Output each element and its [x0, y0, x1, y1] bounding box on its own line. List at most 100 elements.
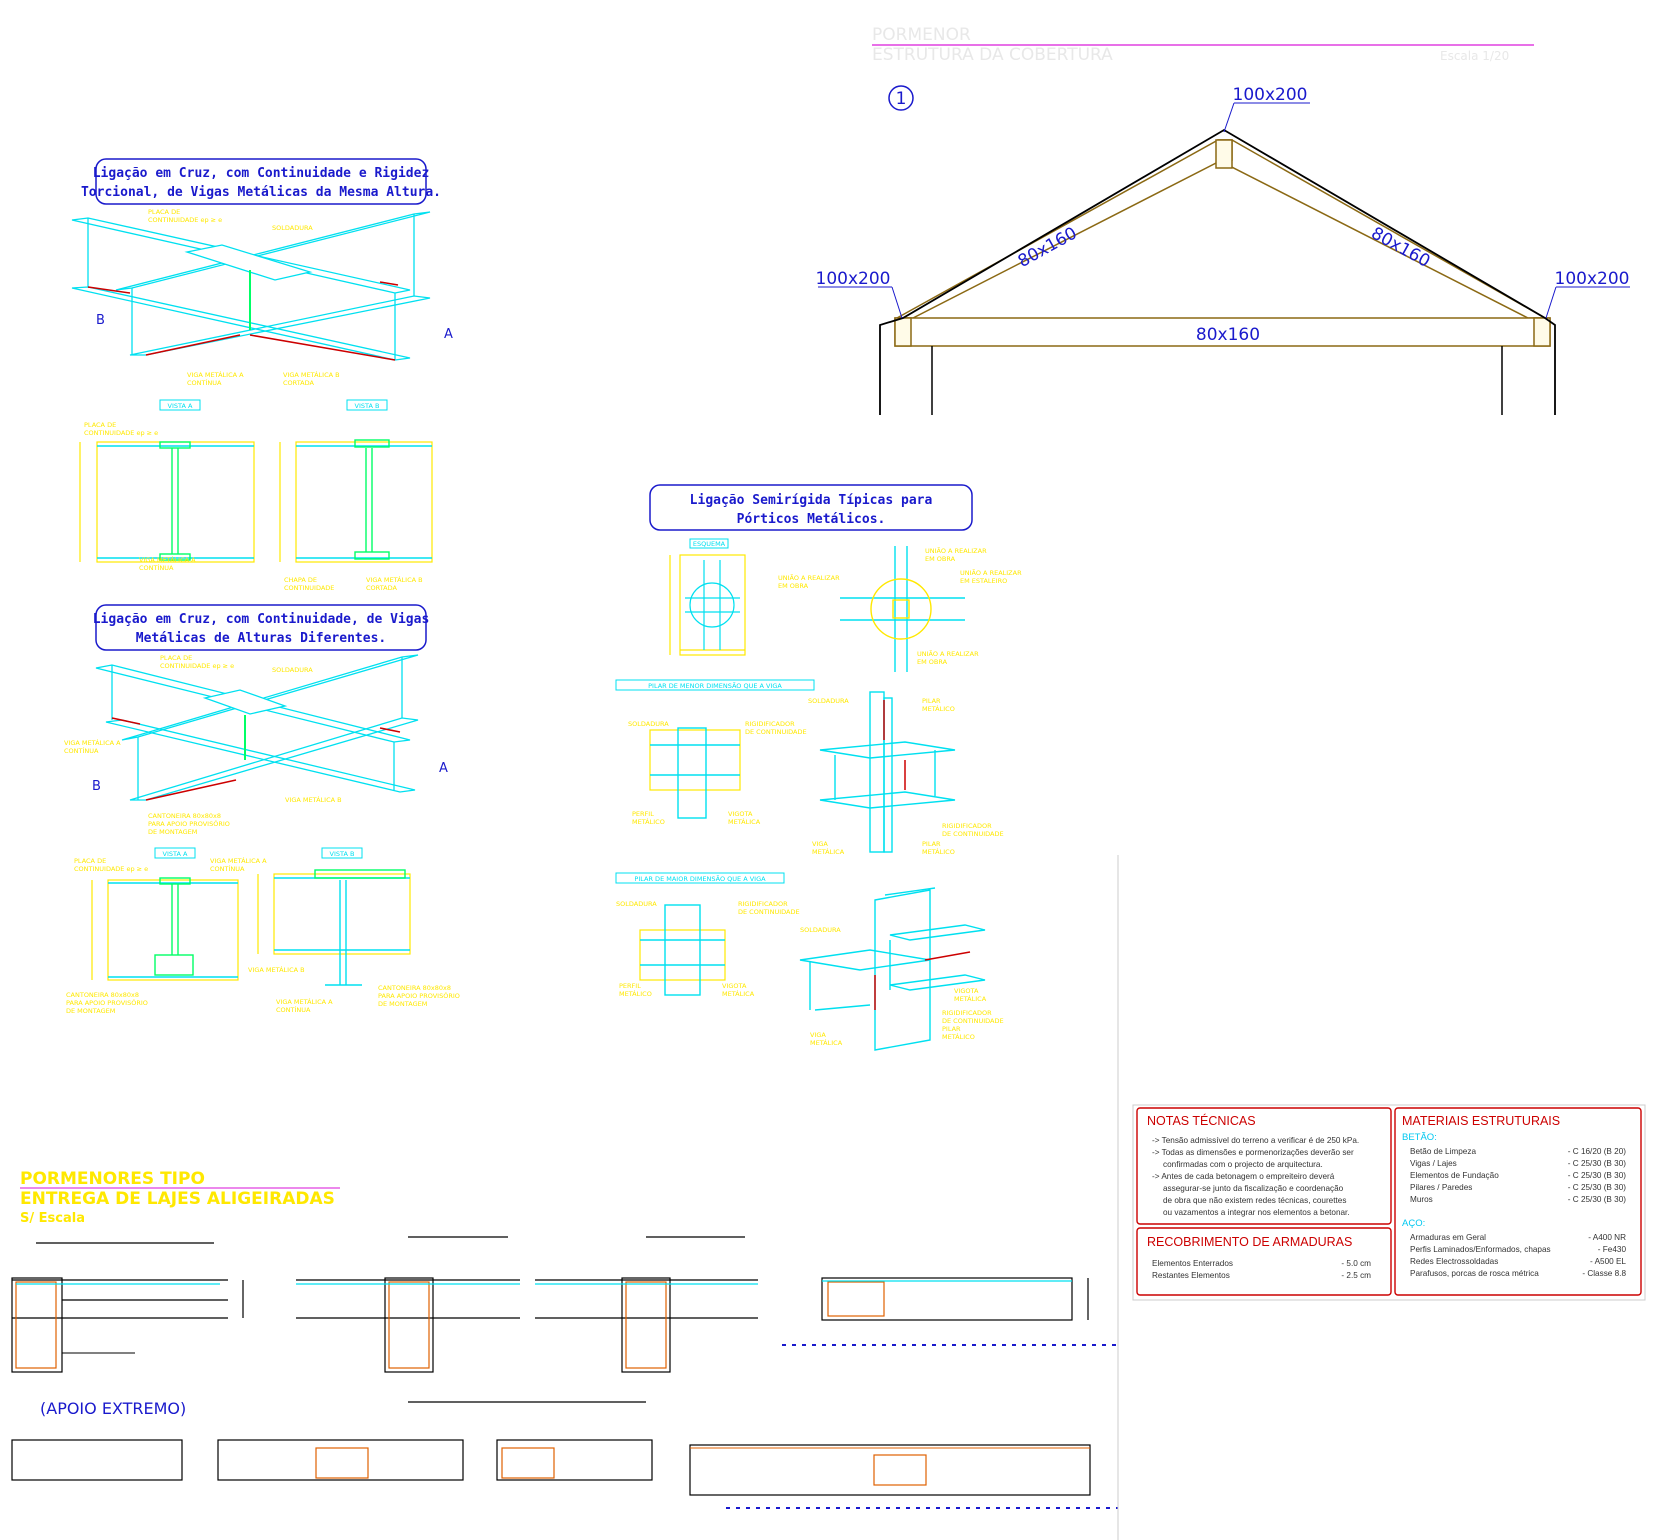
notes-box: [1136, 1107, 1392, 1225]
mat-aco-1-name: Armaduras em Geral: [1410, 1233, 1486, 1242]
cd-view-viga-a2: CONTÍNUA: [210, 864, 245, 873]
sr-pmi-rigid: RIGIDIFICADOR: [942, 822, 992, 830]
sr-pilar-menor-iso: [819, 691, 956, 853]
cover-row-2-value: - 2.5 cm: [1341, 1271, 1371, 1280]
ce-view-viga-a: VIGA METÁLICA A: [139, 555, 196, 564]
label-top: 100x200: [1233, 85, 1308, 105]
cross-equal-iso: [71, 211, 431, 361]
cd-view-viga-b: VIGA METÁLICA B: [248, 965, 305, 974]
ce-label-viga-b2: CORTADA: [283, 379, 315, 387]
sr-pmi-viga: VIGA: [812, 840, 828, 848]
cd-mark-b: B: [92, 779, 101, 794]
sr-pmxi-rigid: RIGIDIFICADOR: [942, 1009, 992, 1017]
ce-mark-b: B: [96, 313, 105, 328]
sr-pmxi-rigid2: DE CONTINUIDADE: [942, 1017, 1004, 1025]
ce-label-viga-b: VIGA METÁLICA B: [283, 370, 340, 379]
notes-title: NOTAS TÉCNICAS: [1147, 1113, 1256, 1128]
cross-equal-title-box: [95, 158, 427, 205]
sr-pmx-perfil2: METÁLICO: [619, 989, 652, 998]
roof-scale: Escala 1/20: [1440, 49, 1509, 63]
wall-plate-right: [1533, 317, 1551, 347]
cd-label-viga-b: VIGA METÁLICA B: [285, 795, 342, 804]
cd-vista-b: VISTA B: [330, 850, 355, 858]
sr-pm-vigota2: METÁLICA: [728, 817, 761, 826]
sr-pm-perfil2: METÁLICO: [632, 817, 665, 826]
sr-uniao-2: UNIÃO A REALIZAR: [778, 573, 840, 582]
sr-pmx-vigota2: METÁLICA: [722, 989, 755, 998]
cover-row-1-value: - 5.0 cm: [1341, 1259, 1371, 1268]
cross-diff-title-1: Ligação em Cruz, com Continuidade, de Vi…: [93, 612, 430, 627]
sr-pm-soldadura: SOLDADURA: [628, 720, 669, 728]
note-4: -> Antes de cada betonagem o empreiteiro…: [1152, 1172, 1335, 1181]
sr-pmi-viga2: METÁLICA: [812, 847, 845, 856]
roof-outline: [879, 128, 1556, 415]
cd-label-cant2: PARA APOIO PROVISÓRIO: [148, 819, 230, 828]
sr-pm-rigid: RIGIDIFICADOR: [745, 720, 795, 728]
cd-view-viga-a: VIGA METÁLICA A: [210, 856, 267, 865]
sr-pmx-rigid: RIGIDIFICADOR: [738, 900, 788, 908]
note-3: confirmadas com o projecto de arquitectu…: [1163, 1160, 1323, 1169]
sr-pmxi-viga: VIGA: [810, 1031, 826, 1039]
sr-uniao: [840, 546, 965, 672]
sr-pmxi-viga2: METÁLICA: [810, 1038, 843, 1047]
cd-view-placa2: CONTINUIDADE ep ≥ e: [74, 865, 148, 873]
sr-pmxi-pilar: PILAR: [942, 1025, 961, 1033]
ce-label-chapa2: CONTINUIDADE: [284, 584, 334, 592]
sr-pmi-soldadura: SOLDADURA: [808, 697, 849, 705]
cross-diff-title-2: Metálicas de Alturas Diferentes.: [136, 631, 386, 646]
cover-title: RECOBRIMENTO DE ARMADURAS: [1147, 1235, 1352, 1249]
roof-header: PORMENOR: [872, 25, 971, 45]
mat-betao-2-value: - C 25/30 (B 30): [1568, 1159, 1627, 1168]
roof-subheader: ESTRUTURA DA COBERTURA: [872, 45, 1113, 65]
sr-uniao-1: UNIÃO A REALIZAR: [925, 546, 987, 555]
ce-view-viga-b: VIGA METÁLICA B: [366, 575, 423, 584]
ce-label-placa2: CONTINUIDADE ep ≥ e: [148, 216, 222, 224]
cd-view-b: [257, 873, 411, 955]
cross-diff-iso: [95, 654, 419, 801]
slab-title-1: PORMENORES TIPO: [20, 1169, 205, 1189]
mat-betao-1-value: - C 16/20 (B 20): [1568, 1147, 1627, 1156]
materials-aco-label: AÇO:: [1402, 1218, 1425, 1229]
tie-beam-member: [894, 317, 1551, 347]
cd-view-cant: CANTONEIRA 80x80x8: [66, 991, 139, 999]
ce-view-viga-a2: CONTÍNUA: [139, 563, 174, 572]
sr-pmx-rigid2: DE CONTINUIDADE: [738, 908, 800, 916]
sr-pmx-soldadura: SOLDADURA: [616, 900, 657, 908]
ce-vista-b: VISTA B: [355, 402, 380, 410]
cd-label-cant3: DE MONTAGEM: [148, 828, 197, 836]
cd-view-cant3-b: DE MONTAGEM: [378, 1000, 427, 1008]
detail-number-circle: [888, 85, 914, 111]
ce-label-viga-a: VIGA METÁLICA A: [187, 370, 244, 379]
label-left: 100x200: [816, 269, 891, 289]
mat-aco-3-name: Redes Electrossoldadas: [1410, 1257, 1498, 1266]
cd-view-placa: PLACA DE: [74, 857, 106, 865]
sr-pmi-rigid2: DE CONTINUIDADE: [942, 830, 1004, 838]
slab-title-2: ENTREGA DE LAJES ALIGEIRADAS: [20, 1189, 335, 1209]
label-right: 100x200: [1555, 269, 1630, 289]
sr-pmi-pilar-b2: METÁLICO: [922, 847, 955, 856]
sr-pm-rigid2: DE CONTINUIDADE: [745, 728, 807, 736]
ce-mark-a: A: [444, 327, 453, 342]
semirigid-title-1: Ligação Semirígida Típicas para: [690, 493, 933, 508]
ce-label-soldadura: SOLDADURA: [272, 224, 313, 232]
mat-betao-3-name: Elementos de Fundação: [1410, 1171, 1499, 1180]
cd-label-placa: PLACA DE: [160, 654, 192, 662]
cd-view-cant2: PARA APOIO PROVISÓRIO: [66, 998, 148, 1007]
sr-esquema: ESQUEMA: [693, 540, 726, 548]
semirigid-title-box: [649, 484, 973, 531]
sr-pmxi-soldadura: SOLDADURA: [800, 926, 841, 934]
cd-view-cant3: DE MONTAGEM: [66, 1007, 115, 1015]
sr-uniao-4: UNIÃO A REALIZAR: [917, 649, 979, 658]
cd-label-viga-a: VIGA METÁLICA A: [64, 738, 121, 747]
sr-pm-perfil: PERFIL: [632, 810, 654, 818]
ce-view-a: [79, 441, 255, 563]
cd-view-cant2-b: PARA APOIO PROVISÓRIO: [378, 991, 460, 1000]
mat-betao-5-name: Muros: [1410, 1195, 1433, 1204]
sr-pmx-perfil: PERFIL: [619, 982, 641, 990]
mat-betao-5-value: - C 25/30 (B 30): [1568, 1195, 1627, 1204]
mat-betao-4-name: Pilares / Paredes: [1410, 1183, 1472, 1192]
cd-view-a: [91, 879, 239, 981]
sr-pmi-pilar: PILAR: [922, 697, 941, 705]
mat-aco-4-value: - Classe 8.8: [1582, 1269, 1626, 1278]
